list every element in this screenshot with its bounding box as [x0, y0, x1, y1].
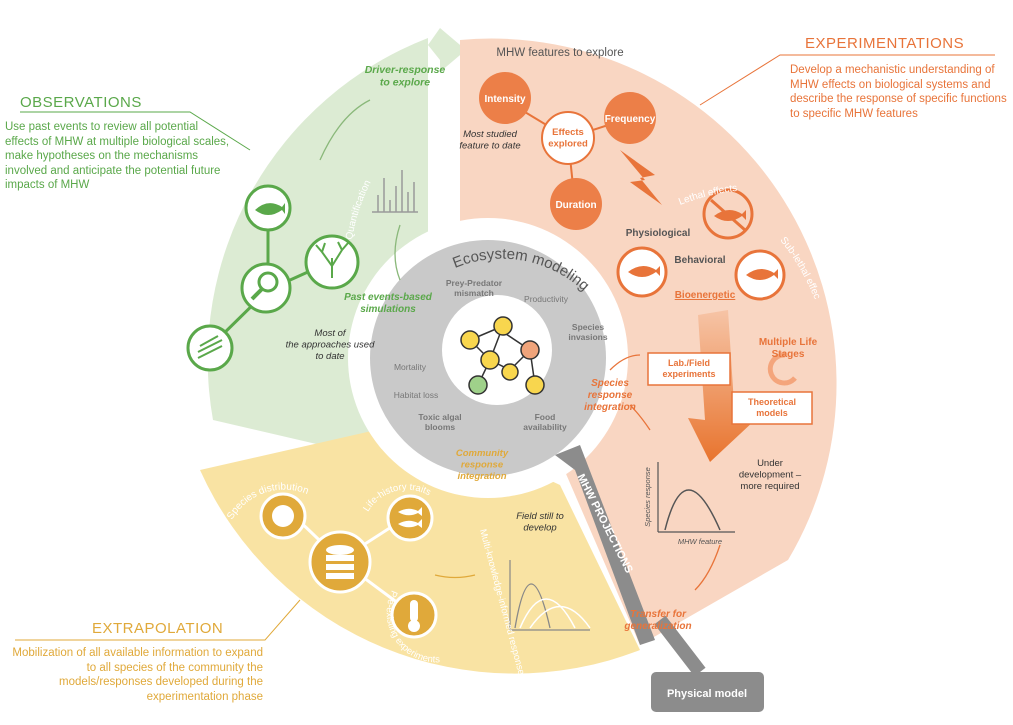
experiment-boxes: [647, 352, 813, 425]
response-curve-chart: [657, 462, 735, 533]
experimentations-description: Develop a mechanistic understanding of M…: [790, 64, 1007, 120]
feature-circles: [479, 72, 662, 230]
ecosystem-network-icon: [460, 316, 545, 395]
duration-label: Duration: [555, 200, 596, 211]
quantification-chart: [372, 170, 418, 213]
extrapolation-icons: [259, 492, 438, 639]
behavioral-label: Behavioral: [674, 255, 725, 266]
life-stages-icon: [767, 352, 797, 386]
intensity-circle: [479, 72, 531, 124]
habitat-loss-label: Habitat loss: [394, 390, 438, 400]
observations-title: OBSERVATIONS: [20, 94, 142, 111]
observations-description: Use past events to review all potential …: [5, 121, 230, 191]
physical-model-label: Physical model: [667, 688, 747, 700]
extrapolation-description: Mobilization of all available informatio…: [12, 647, 263, 703]
frequency-label: Frequency: [605, 114, 656, 125]
seagrass-icon: [186, 324, 234, 372]
projections-arrow: [555, 445, 655, 645]
extrapolation-title: EXTRAPOLATION: [92, 620, 224, 637]
physiological-label: Physiological: [626, 228, 691, 239]
bioenergetic-label: Bioenergetic: [675, 290, 736, 301]
flow-arrows: [319, 99, 721, 591]
observations-arrow-head: [428, 28, 466, 72]
fish-school-icon: [386, 494, 434, 542]
experimentations-title: EXPERIMENTATIONS: [805, 35, 965, 52]
mhw-feature-axis: MHW feature: [678, 537, 722, 546]
database-icon: [308, 530, 372, 594]
multi-knowledge-chart: [509, 560, 591, 631]
experiment-fish-icons: [616, 188, 797, 386]
frequency-circle: [604, 92, 656, 144]
features-title: MHW features to explore: [496, 47, 623, 59]
magnifier-icon: [240, 262, 292, 314]
species-response-axis: Species response: [643, 467, 652, 527]
effects-explored-circle: [541, 111, 595, 165]
network-circle: [442, 295, 552, 405]
physical-model-connector: [654, 615, 706, 677]
duration-circle: [550, 178, 602, 230]
physical-model-box: [651, 672, 764, 712]
observation-icons: [186, 184, 360, 372]
productivity-label: Productivity: [524, 294, 569, 304]
mortality-label: Mortality: [394, 362, 427, 372]
leader-lines: [15, 54, 995, 641]
intensity-label: Intensity: [484, 94, 526, 105]
